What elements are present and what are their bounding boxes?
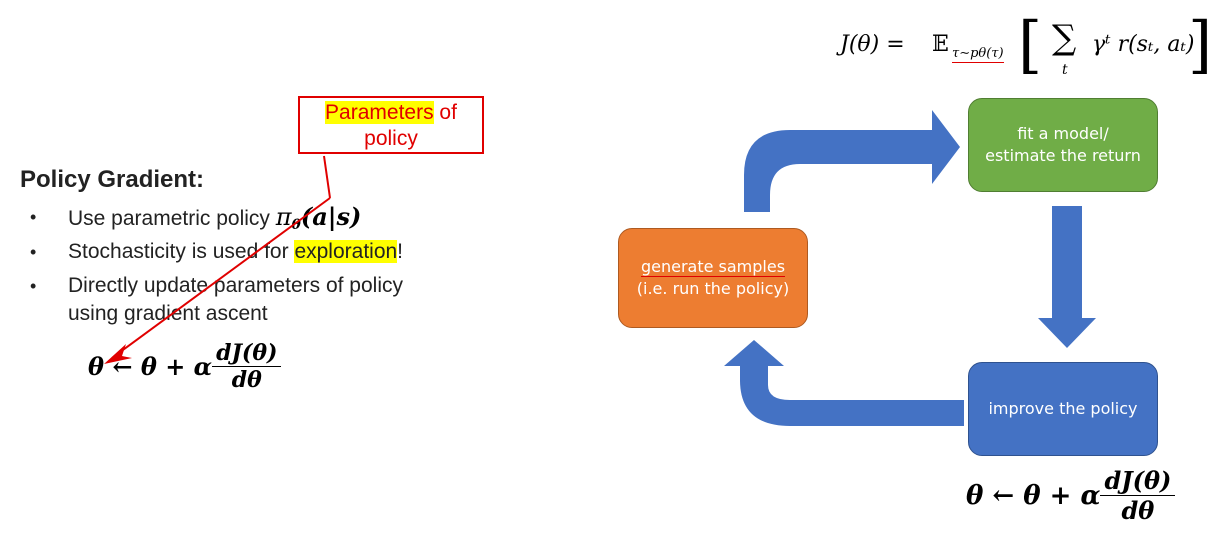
annotation-rest: of [433, 101, 457, 124]
annotation-highlight: Parameters [325, 101, 434, 124]
policy-subscript: θ [291, 217, 301, 233]
right-bracket: ] [1188, 8, 1212, 81]
improve-label: improve the policy [988, 399, 1138, 418]
left-update-rule: θ ← θ + α dJ(θ) dθ [88, 340, 282, 393]
bullet-3: Directly update parameters of policy usi… [68, 272, 403, 328]
right-update-lhs: θ ← θ + α [966, 480, 1101, 511]
bullet-2-dot: • [30, 242, 37, 262]
policy-symbol: π [275, 203, 292, 231]
left-update-num: dJ(θ) [212, 340, 282, 367]
fit-model-node: fit a model/ estimate the return [968, 98, 1158, 192]
generate-samples-node: generate samples (i.e. run the policy) [618, 228, 808, 328]
parameters-annotation-box: Parameters of policy [298, 96, 484, 154]
bullet-1-text: Use parametric policy [68, 207, 276, 230]
improve-policy-node: improve the policy [968, 362, 1158, 456]
objective-lhs: J(θ) = [840, 32, 905, 57]
left-bracket: [ [1018, 8, 1043, 81]
bullet-3-line2: using gradient ascent [68, 302, 268, 325]
annotation-stem [323, 155, 331, 199]
annotation-arrow-line [111, 197, 331, 359]
objective-body: γᵗ r(sₜ, aₜ) [1092, 32, 1195, 57]
arrow-fit-to-improve [1038, 206, 1096, 348]
bullet-2: Stochasticity is used for exploration! [68, 238, 403, 266]
right-update-num: dJ(θ) [1100, 466, 1176, 496]
fit-line1: fit a model/ [1017, 124, 1109, 143]
sum-symbol: ∑ [1052, 18, 1077, 58]
policy-gradient-title: Policy Gradient: [20, 166, 205, 193]
bullet-1-dot: • [30, 207, 37, 227]
right-update-rule: θ ← θ + α dJ(θ) dθ [966, 466, 1176, 525]
sum-index: t [1062, 62, 1068, 78]
bullet-1: Use parametric policy πθ(a|s) [68, 203, 361, 239]
left-update-den: dθ [231, 367, 262, 393]
generate-line2: (i.e. run the policy) [636, 279, 790, 298]
bullet-2-pre: Stochasticity is used for [68, 240, 295, 263]
bullet-3-line1: Directly update parameters of policy [68, 274, 403, 297]
right-update-den: dθ [1121, 496, 1155, 525]
generate-line1: generate samples [640, 257, 786, 277]
bullet-2-highlight: exploration [294, 240, 398, 263]
left-update-fraction: dJ(θ) dθ [212, 340, 282, 393]
policy-args: (a|s) [300, 202, 362, 231]
arrow-improve-to-generate [724, 340, 964, 426]
annotation-arrow-head [104, 344, 132, 364]
fit-line2: estimate the return [985, 146, 1141, 165]
expectation-subscript: τ∼pθ(τ) [952, 46, 1004, 63]
left-update-lhs: θ ← θ + α [88, 352, 213, 381]
expectation-symbol: 𝔼 [932, 32, 949, 57]
annotation-line2: policy [364, 127, 418, 150]
right-update-fraction: dJ(θ) dθ [1100, 466, 1176, 525]
bullet-2-post: ! [397, 240, 404, 263]
bullet-3-dot: • [30, 276, 37, 296]
arrow-generate-to-fit [744, 110, 960, 212]
